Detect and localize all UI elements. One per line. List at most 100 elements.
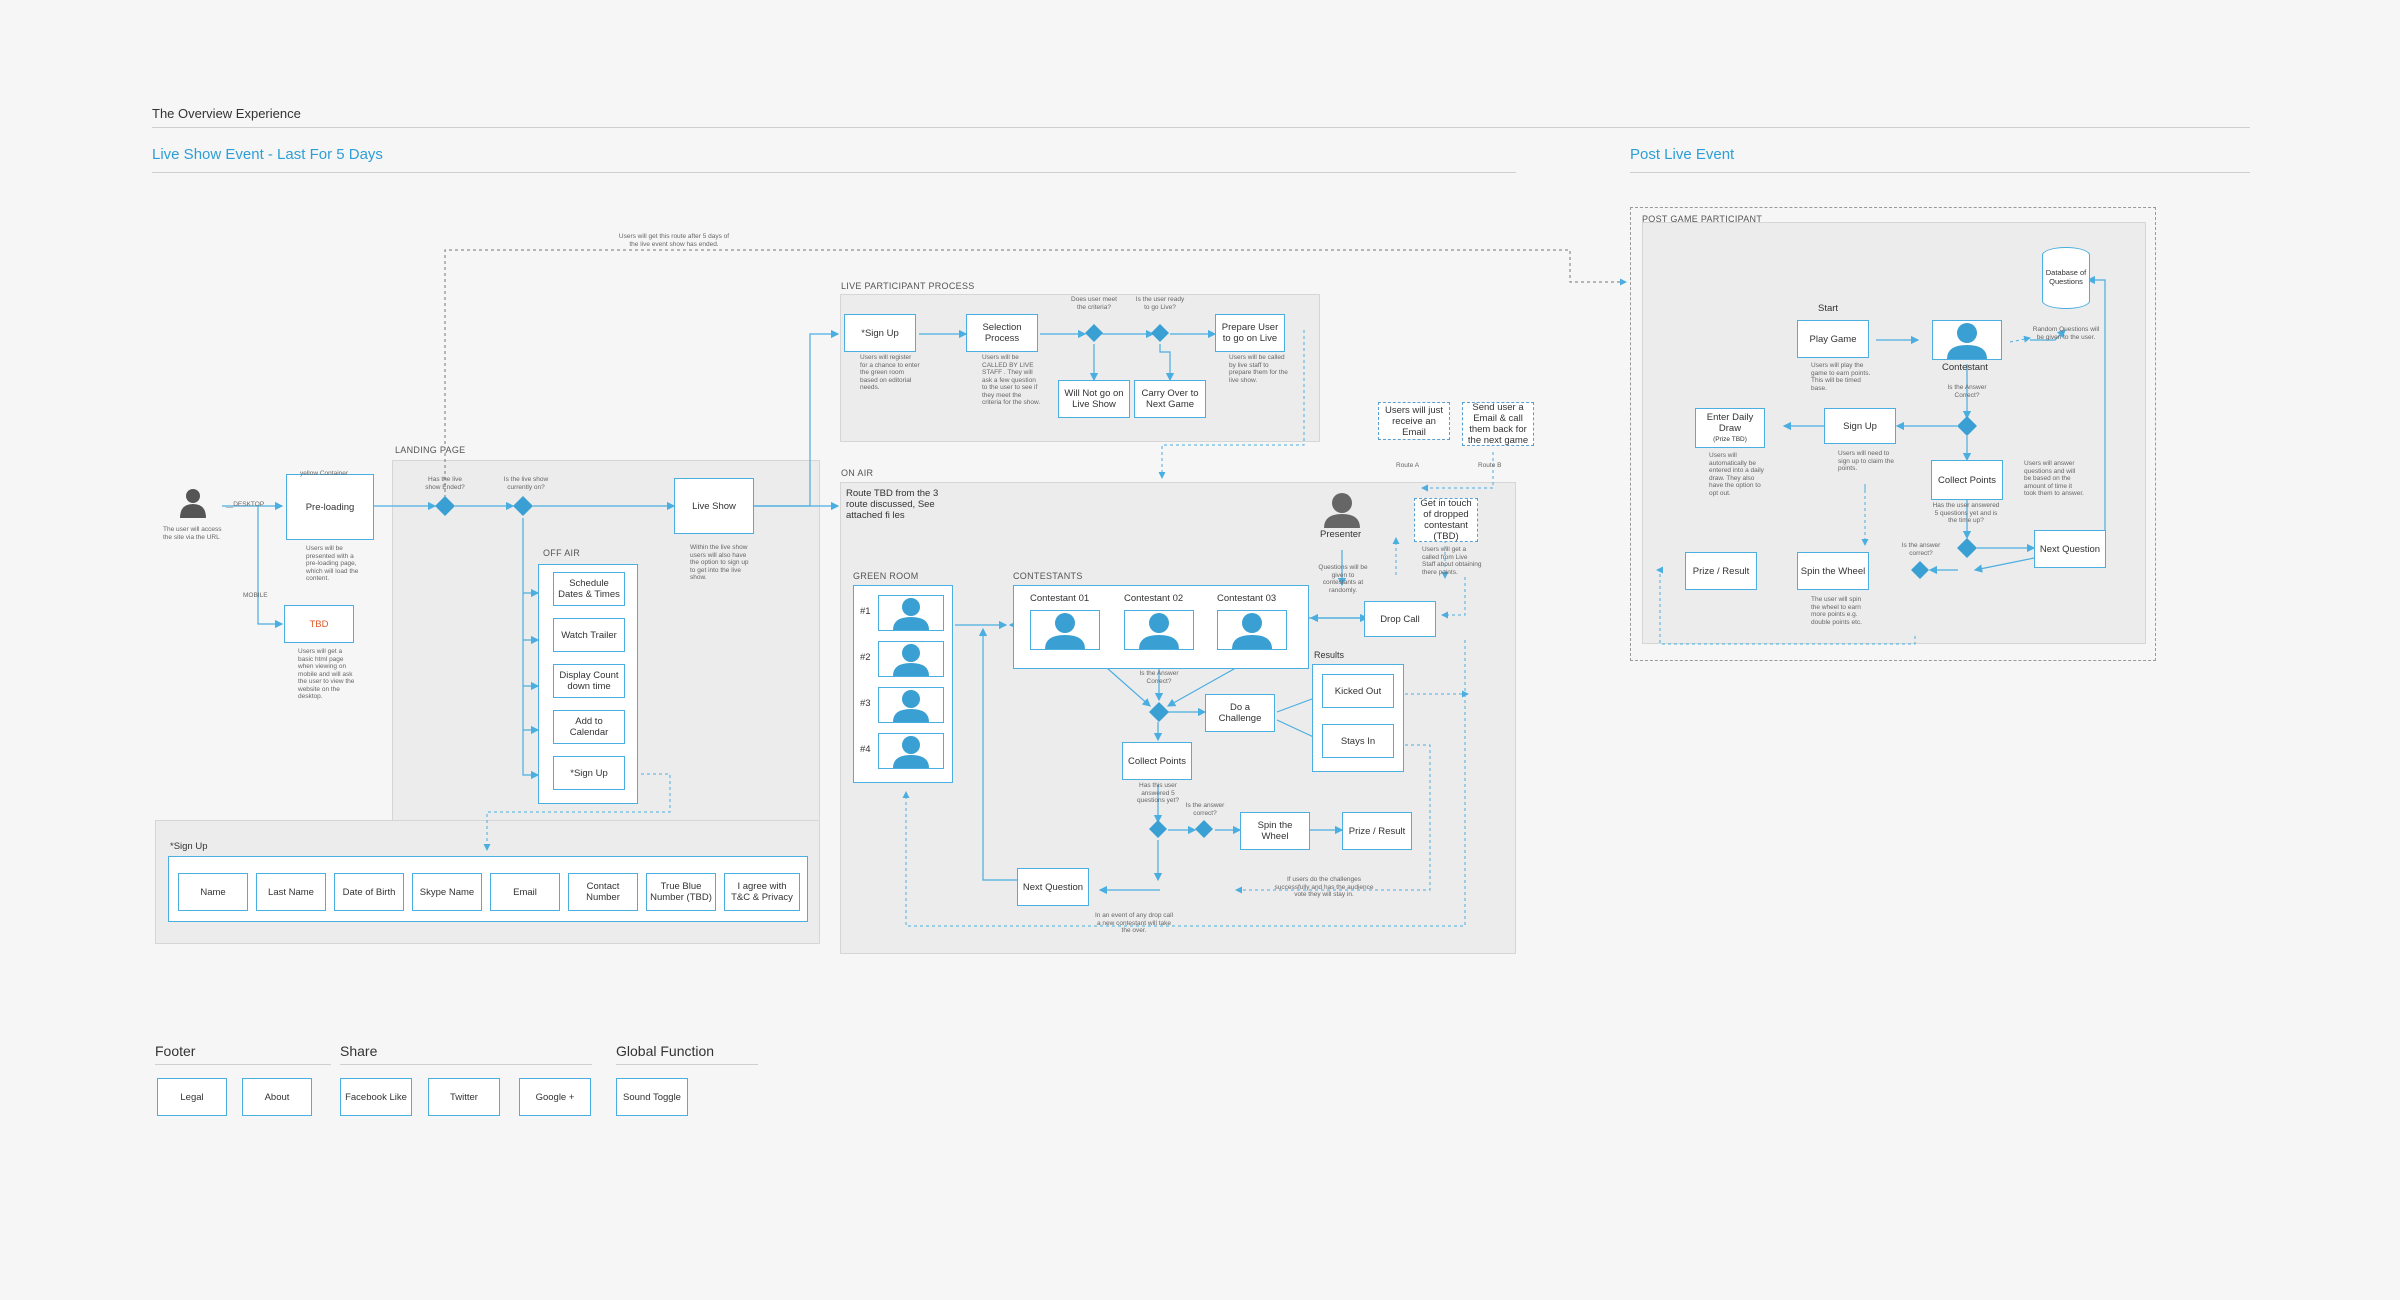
route-note: Users will get this route after 5 days o… bbox=[618, 233, 730, 248]
collect-points-label: Collect Points bbox=[1127, 755, 1187, 767]
user-icon bbox=[180, 489, 206, 518]
post-decision-diamond bbox=[1957, 416, 1977, 436]
contestant-3-label: Contestant 03 bbox=[1217, 593, 1277, 604]
post-contestant-avatar bbox=[1932, 320, 2002, 360]
next-question-box: Next Question bbox=[1017, 868, 1089, 906]
presenter-note: Questions will be given to contestants a… bbox=[1318, 564, 1368, 594]
post-game-label: POST GAME PARTICIPANT bbox=[1642, 214, 1763, 224]
twitter-label: Twitter bbox=[450, 1091, 478, 1103]
legal-label: Legal bbox=[180, 1091, 204, 1103]
post-decision-correct2 bbox=[1911, 561, 1929, 579]
off-air-schedule[interactable]: Schedule Dates & Times bbox=[553, 572, 625, 606]
field-contact[interactable]: Contact Number bbox=[568, 873, 638, 911]
on-air-label: ON AIR bbox=[841, 468, 874, 478]
green-slot-2: #2 bbox=[860, 652, 871, 663]
off-air-calendar[interactable]: Add to Calendar bbox=[553, 710, 625, 744]
participant-label: LIVE PARTICIPANT PROCESS bbox=[841, 281, 975, 291]
kicked-out-label: Kicked Out bbox=[1334, 685, 1382, 697]
contestant-2-label: Contestant 02 bbox=[1124, 593, 1184, 604]
daily-draw-label: Enter Daily Draw bbox=[1706, 411, 1754, 434]
stays-in-label: Stays In bbox=[1340, 735, 1376, 747]
google-label: Google + bbox=[535, 1091, 575, 1103]
preloading-box: Pre-loading bbox=[286, 474, 374, 540]
post-signup-box: Sign Up bbox=[1824, 408, 1896, 444]
off-air-label: OFF AIR bbox=[543, 548, 581, 558]
play-note: Users will play the game to earn points.… bbox=[1811, 362, 1871, 392]
green-slot-3: #3 bbox=[860, 698, 871, 709]
will-not-label: Will Not go on Live Show bbox=[1064, 388, 1124, 410]
off-air-trailer[interactable]: Watch Trailer bbox=[553, 618, 625, 652]
spin-label: Spin the Wheel bbox=[1257, 820, 1293, 842]
about-label: About bbox=[264, 1091, 290, 1103]
field-agree[interactable]: I agree with T&C & Privacy bbox=[724, 873, 800, 911]
lp-signup-box: *Sign Up bbox=[844, 314, 916, 352]
off-air-signup-label: *Sign Up bbox=[570, 767, 608, 779]
spin-box: Spin the Wheel bbox=[1240, 812, 1310, 850]
live-show-box: Live Show bbox=[674, 478, 754, 534]
prepare-box: Prepare User to go on Live bbox=[1215, 314, 1285, 352]
post-signup-note: Users will need to sign up to claim the … bbox=[1838, 450, 1895, 472]
field-label: Skype Name bbox=[419, 886, 475, 898]
selection-label: Selection Process bbox=[982, 322, 1022, 344]
green-slot-1: #1 bbox=[860, 606, 871, 617]
selection-note: Users will be CALLED BY LIVE STAFF . The… bbox=[982, 354, 1041, 406]
page-title: The Overview Experience bbox=[152, 106, 301, 121]
post-q-correct2: Is the answer correct? bbox=[1901, 542, 1941, 557]
q-correct2: Is the answer correct? bbox=[1185, 802, 1225, 817]
field-label: Last Name bbox=[268, 886, 314, 898]
off-air-calendar-label: Add to Calendar bbox=[569, 716, 609, 738]
drop-call-box: Drop Call bbox=[1364, 601, 1436, 637]
twitter-button[interactable]: Twitter bbox=[428, 1078, 500, 1116]
post-q-correct: Is the Answer Correct? bbox=[1947, 384, 1987, 399]
selection-box: Selection Process bbox=[966, 314, 1038, 352]
lp-signup-label: *Sign Up bbox=[861, 327, 899, 339]
facebook-like-button[interactable]: Facebook Like bbox=[340, 1078, 412, 1116]
global-title: Global Function bbox=[616, 1043, 715, 1059]
about-button[interactable]: About bbox=[242, 1078, 312, 1116]
legal-button[interactable]: Legal bbox=[157, 1078, 227, 1116]
get-in-touch-note: Users will get a called from Live Staff … bbox=[1422, 546, 1482, 576]
field-email[interactable]: Email bbox=[490, 873, 560, 911]
field-skype[interactable]: Skype Name bbox=[412, 873, 482, 911]
off-air-countdown: Display Count down time bbox=[553, 664, 625, 698]
post-spin-box: Spin the Wheel bbox=[1797, 552, 1869, 590]
field-true-blue[interactable]: True Blue Number (TBD) bbox=[646, 873, 716, 911]
presenter-label: Presenter bbox=[1320, 529, 1362, 540]
route-text: Route TBD from the 3 route discussed, Se… bbox=[846, 488, 939, 521]
field-label: Date of Birth bbox=[342, 886, 396, 898]
post-collect-note: Users will answer questions and will be … bbox=[2024, 460, 2084, 497]
decision-diamond-correct2 bbox=[1195, 820, 1213, 838]
share-title: Share bbox=[340, 1043, 378, 1059]
q-on: Is the live show currently on? bbox=[503, 476, 549, 491]
kicked-out-box: Kicked Out bbox=[1322, 674, 1394, 708]
decision-diamond-correct bbox=[1149, 702, 1169, 722]
sound-toggle-button[interactable]: Sound Toggle bbox=[616, 1078, 688, 1116]
route-a-label: Users will just receive an Email bbox=[1384, 404, 1444, 438]
sound-toggle-label: Sound Toggle bbox=[623, 1091, 681, 1103]
decision-diamond-on bbox=[513, 496, 533, 516]
green-room-avatar bbox=[878, 687, 944, 723]
post-spin-label: Spin the Wheel bbox=[1800, 565, 1866, 577]
decision-diamond-criteria bbox=[1085, 324, 1103, 342]
route-b-label-text: Route B bbox=[1478, 462, 1502, 469]
post-decision-five bbox=[1957, 538, 1977, 558]
google-plus-button[interactable]: Google + bbox=[519, 1078, 591, 1116]
collect-points-box: Collect Points bbox=[1122, 742, 1192, 780]
off-air-signup[interactable]: *Sign Up bbox=[553, 756, 625, 790]
route-a-box: Users will just receive an Email bbox=[1378, 402, 1450, 440]
q-criteria: Does user meet the criteria? bbox=[1071, 296, 1117, 311]
play-game-label: Play Game bbox=[1809, 333, 1857, 345]
database-label: Database of Questions bbox=[2045, 268, 2087, 286]
field-last-name[interactable]: Last Name bbox=[256, 873, 326, 911]
carry-box: Carry Over to Next Game bbox=[1134, 380, 1206, 418]
post-game-panel bbox=[1630, 207, 2156, 661]
field-name[interactable]: Name bbox=[178, 873, 248, 911]
next-question-label: Next Question bbox=[1022, 881, 1084, 893]
signup-label: *Sign Up bbox=[170, 841, 208, 852]
field-dob[interactable]: Date of Birth bbox=[334, 873, 404, 911]
decision-diamond-ended bbox=[435, 496, 455, 516]
field-label: True Blue Number (TBD) bbox=[650, 881, 712, 903]
database-cylinder bbox=[2042, 247, 2090, 309]
facebook-label: Facebook Like bbox=[345, 1091, 407, 1103]
